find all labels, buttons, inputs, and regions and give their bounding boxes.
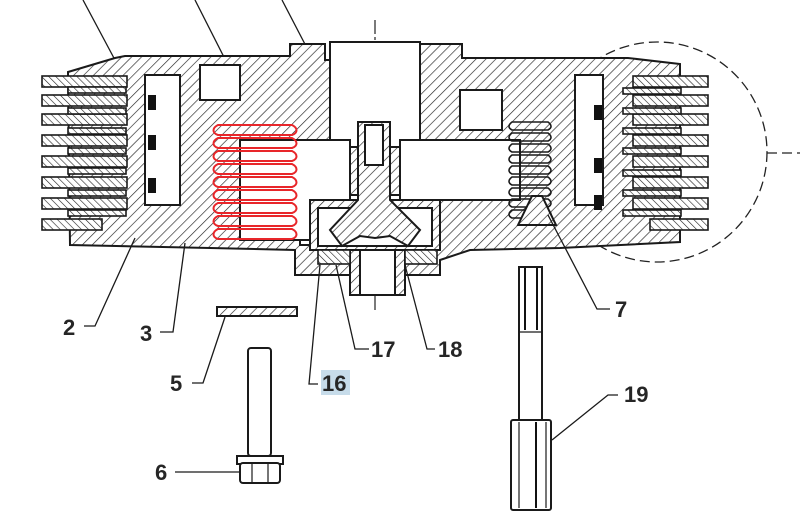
callout-3[interactable]: 3 xyxy=(140,321,152,346)
callout-16-highlight xyxy=(321,370,350,395)
callout-19[interactable]: 19 xyxy=(624,382,648,407)
part-6-bolt xyxy=(236,347,284,484)
callout-5[interactable]: 5 xyxy=(170,371,182,396)
center-valve xyxy=(309,121,441,296)
callout-labels: 2 3 5 6 7 16 17 18 19 xyxy=(63,297,648,485)
red-spring xyxy=(212,124,298,240)
spring-7 xyxy=(508,121,558,226)
callout-16[interactable]: 16 xyxy=(322,371,346,396)
callout-18[interactable]: 18 xyxy=(438,337,462,362)
callout-17[interactable]: 17 xyxy=(371,337,395,362)
part-5-washer xyxy=(216,306,298,317)
callout-7[interactable]: 7 xyxy=(615,297,627,322)
right-clutch-disk-stack xyxy=(594,75,709,231)
left-clutch-disk-stack xyxy=(41,75,156,231)
callout-leaders xyxy=(84,214,618,473)
callout-2[interactable]: 2 xyxy=(63,315,75,340)
part-19-rod xyxy=(510,266,552,511)
callout-6[interactable]: 6 xyxy=(155,460,167,485)
